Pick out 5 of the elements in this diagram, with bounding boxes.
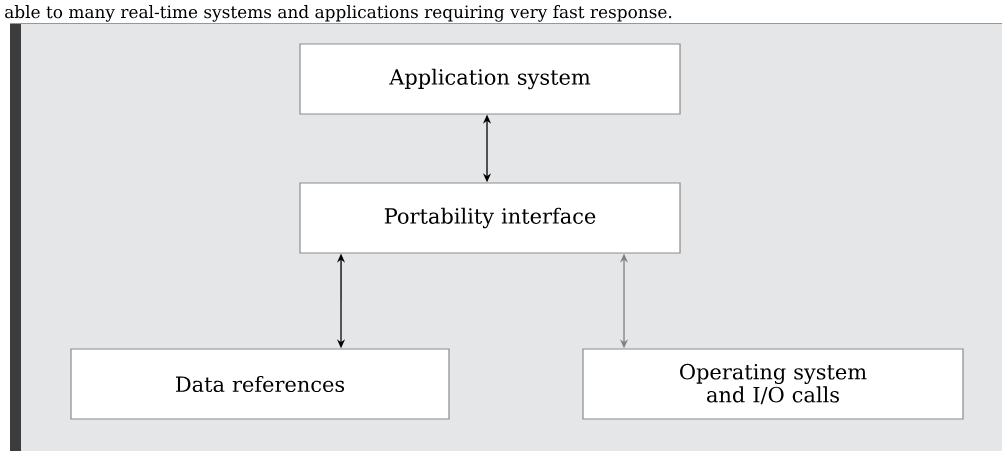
process-box: Portability interface xyxy=(299,182,681,254)
process-box: Application system xyxy=(299,43,681,115)
process-box: Operating system and I/O calls xyxy=(582,348,964,420)
text-line: able to many real-time systems and applications requiring very fast response. xyxy=(5,5,672,22)
process-box: Data references xyxy=(70,348,450,420)
